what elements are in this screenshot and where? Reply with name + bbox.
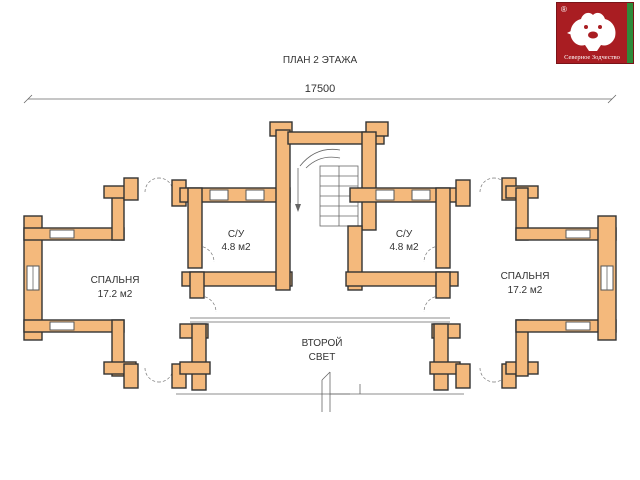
logo-text: Северное Зодчество <box>564 54 620 61</box>
dimension-label: 17500 <box>305 83 336 95</box>
bedroom-right-name: СПАЛЬНЯ <box>501 271 550 282</box>
company-logo: ® Северное Зодчество <box>556 2 634 64</box>
interior-lines <box>176 317 464 412</box>
bathroom-right-area: 4.8 м2 <box>389 242 419 253</box>
dimension-line: 17500 <box>23 83 617 104</box>
staircase <box>295 148 359 227</box>
bedroom-right-area: 17.2 м2 <box>508 285 543 296</box>
logo-stripe <box>627 3 633 63</box>
bedroom-left-area: 17.2 м2 <box>98 289 133 300</box>
bathroom-right-name: С/У <box>396 229 413 240</box>
windows <box>26 189 614 331</box>
bathroom-left-name: С/У <box>228 229 245 240</box>
void-label-line2: СВЕТ <box>309 352 336 363</box>
bathroom-left-area: 4.8 м2 <box>221 242 251 253</box>
void-label-line1: ВТОРОЙ <box>302 336 343 349</box>
bear-icon <box>567 12 616 51</box>
plan-title: ПЛАН 2 ЭТАЖА <box>283 55 358 66</box>
walls <box>23 121 617 391</box>
bedroom-left-name: СПАЛЬНЯ <box>91 275 140 286</box>
registered-mark: ® <box>561 5 567 14</box>
